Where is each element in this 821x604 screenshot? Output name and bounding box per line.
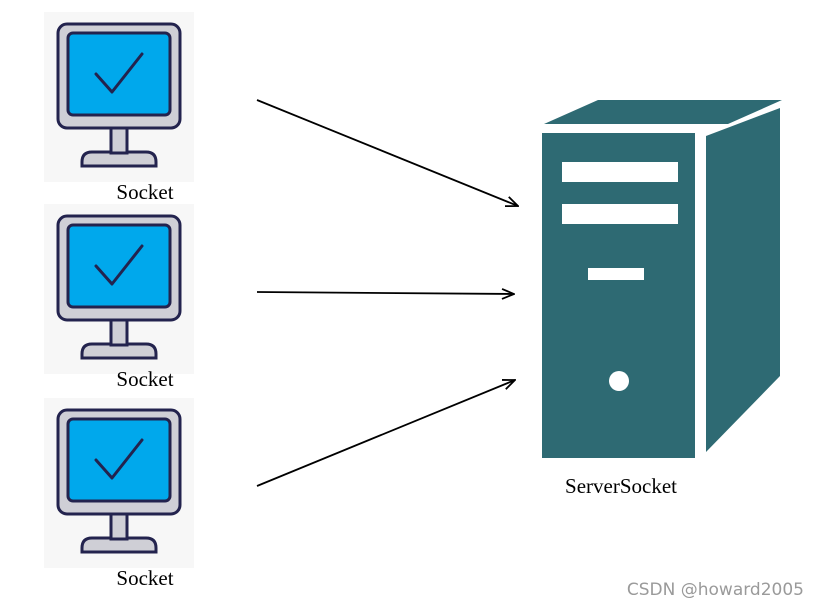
client-label: Socket	[116, 180, 173, 204]
connection-arrow	[256, 99, 518, 206]
monitor-checkmark-icon	[42, 202, 196, 376]
connection-arrow	[256, 380, 515, 487]
connection-arrow	[256, 292, 514, 294]
monitor-checkmark-icon	[42, 396, 196, 570]
client-node	[42, 202, 196, 376]
server-label: ServerSocket	[565, 474, 677, 498]
monitor-checkmark-icon	[42, 10, 196, 184]
watermark-text: CSDN @howard2005	[627, 580, 804, 600]
client-node	[42, 10, 196, 184]
client-node	[42, 396, 196, 570]
client-label: Socket	[116, 566, 173, 590]
server-tower-icon	[542, 100, 782, 458]
client-label: Socket	[116, 367, 173, 391]
